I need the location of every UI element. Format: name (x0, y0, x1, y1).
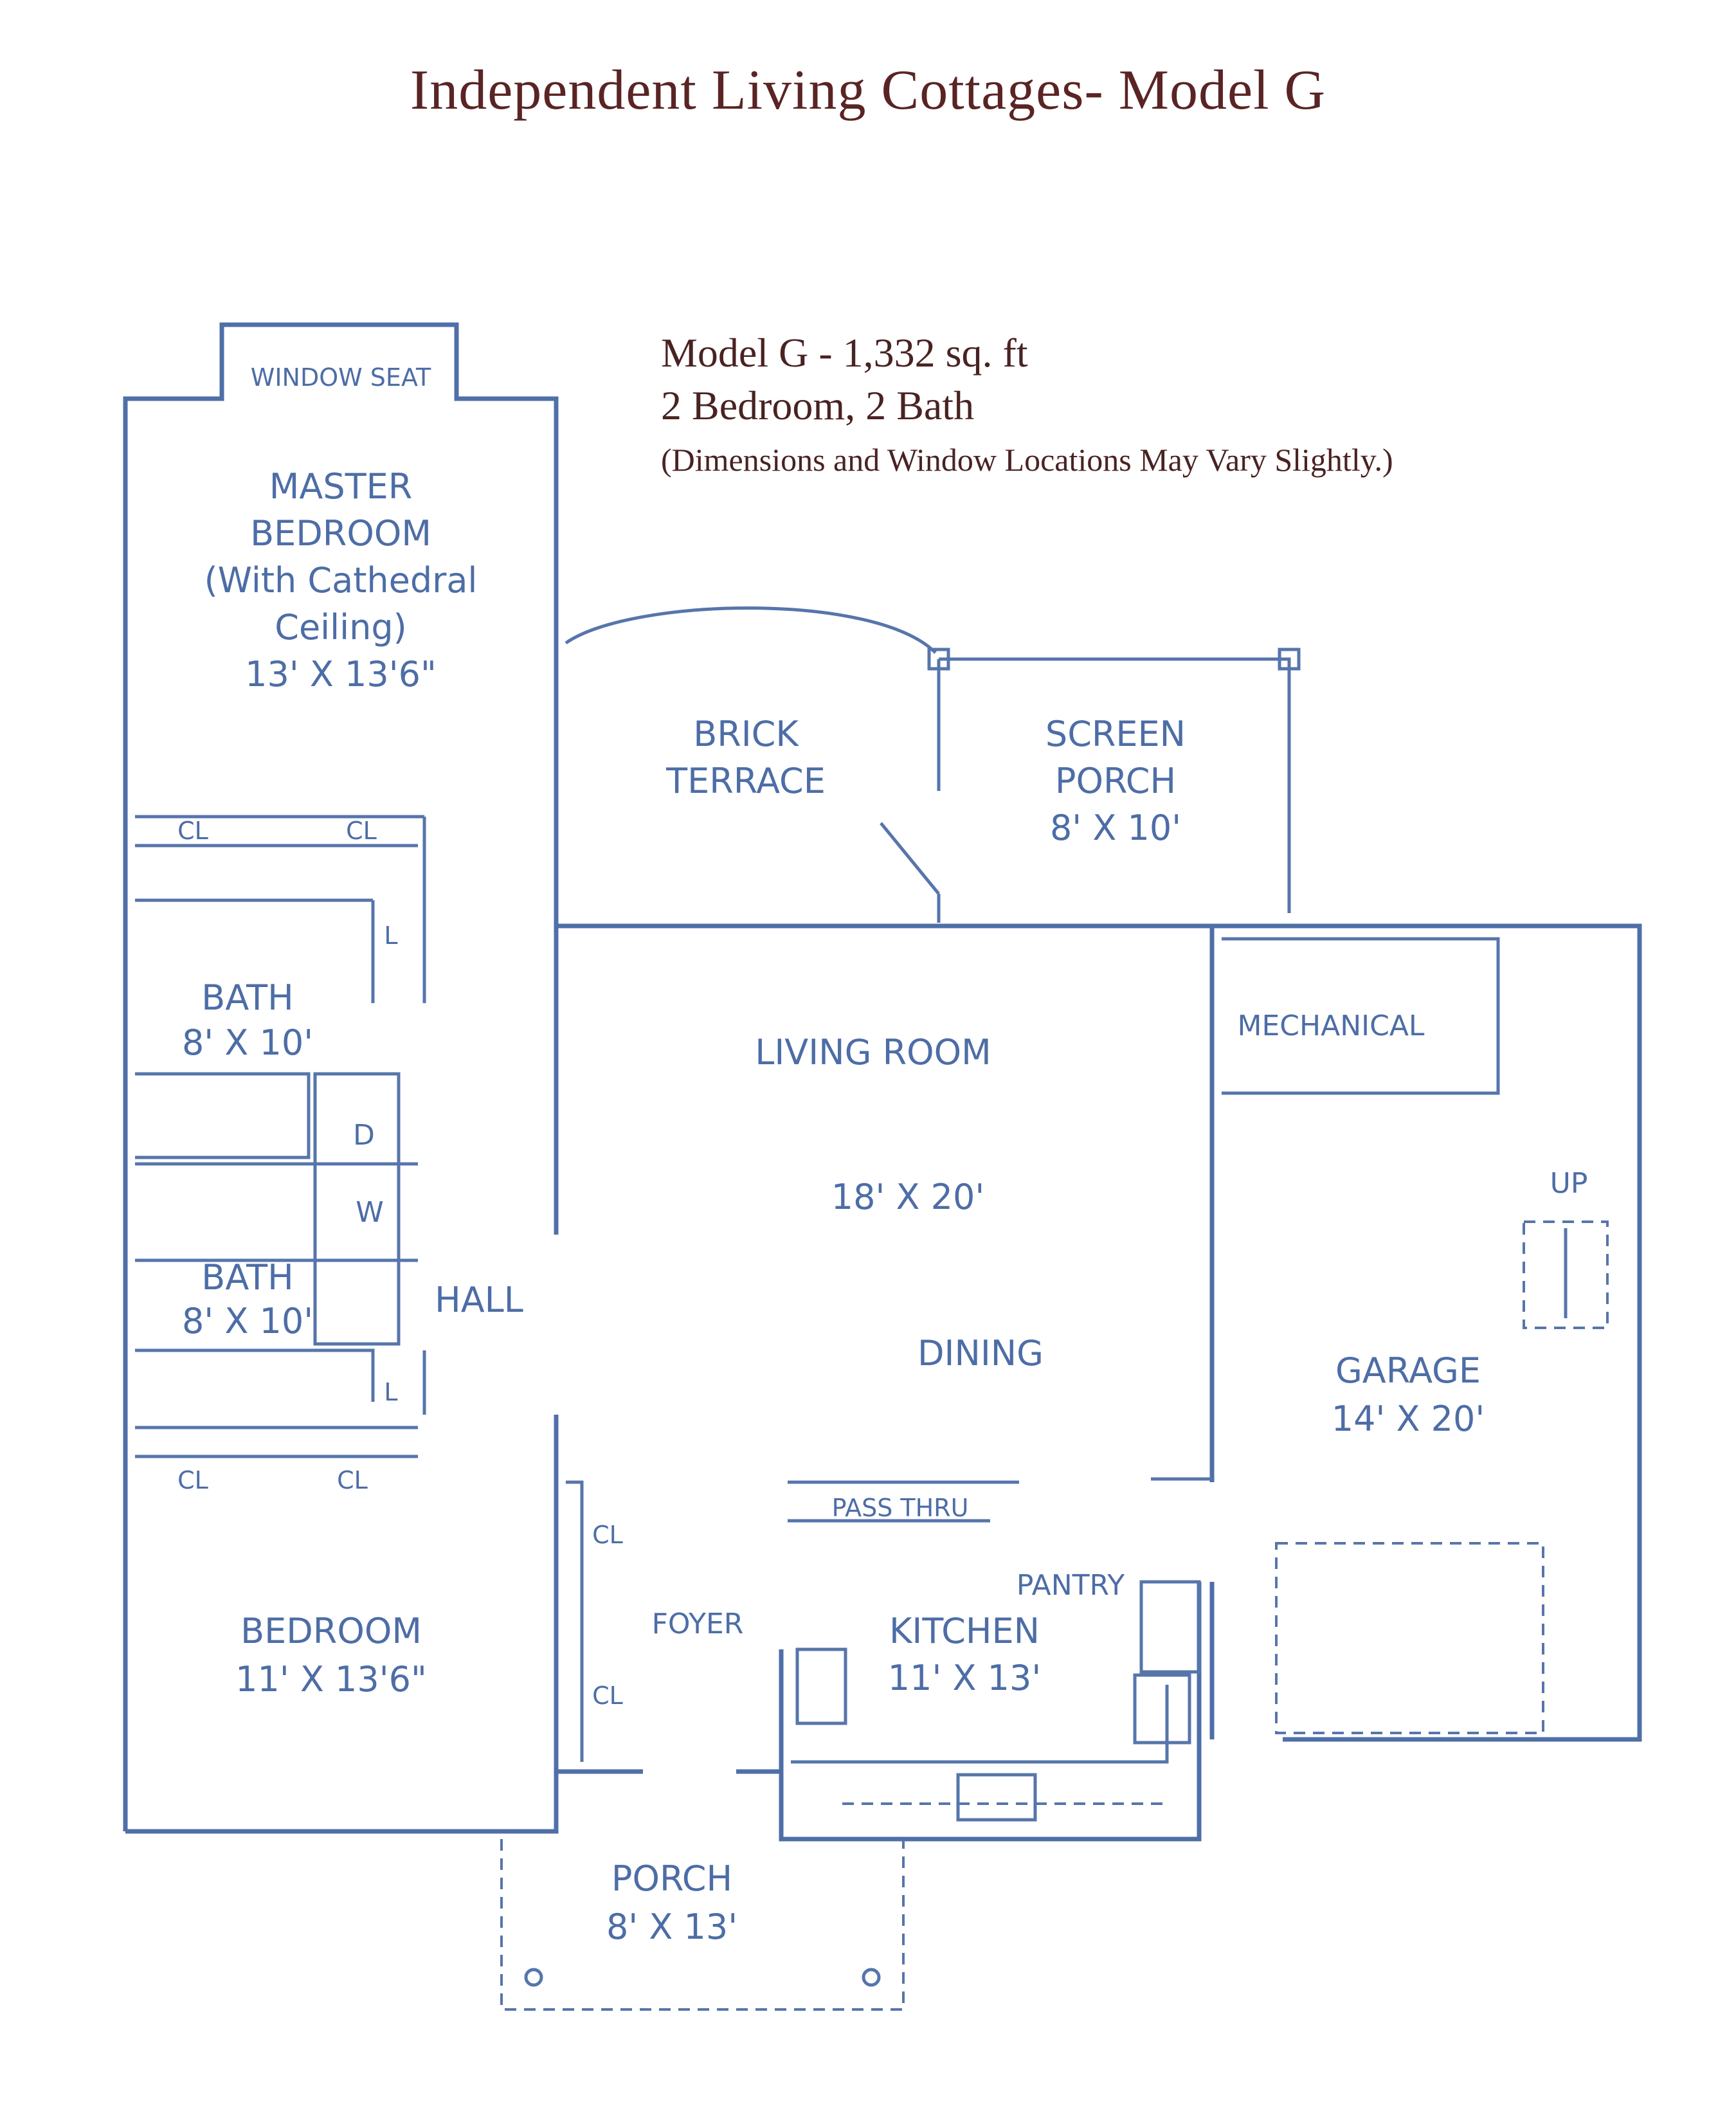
closet-label: CL (592, 1682, 623, 1710)
screen-porch-dimensions: 8' X 10' (1050, 808, 1181, 848)
bath-2-label: BATH (201, 1257, 293, 1298)
master-bedroom-line1: MASTER (269, 466, 412, 507)
bath-1-label: BATH (201, 977, 293, 1018)
interior-walls (135, 815, 1500, 1762)
screen-porch-line1: SCREEN (1045, 714, 1186, 754)
stairs-up-label: UP (1550, 1167, 1588, 1200)
foyer-label: FOYER (652, 1608, 744, 1640)
garage-fixtures (1275, 1220, 1609, 1734)
exterior-walls (123, 322, 1642, 1842)
master-bedroom-line3: (With Cathedral (204, 560, 478, 601)
closet-label: CL (592, 1521, 623, 1549)
screen-porch-line2: PORCH (1055, 761, 1176, 801)
kitchen-dimensions: 11' X 13' (888, 1658, 1041, 1698)
garage-label: GARAGE (1335, 1350, 1481, 1391)
kitchen-counters (788, 1480, 1191, 1822)
hall-label: HALL (435, 1280, 523, 1320)
dryer-label: D (353, 1119, 375, 1152)
closet-label: CL (177, 817, 208, 845)
model-area: Model G - 1,332 sq. ft (661, 330, 1028, 376)
linen-closet-label: L (384, 921, 397, 950)
dining-label: DINING (918, 1333, 1044, 1374)
closet-label: CL (337, 1466, 368, 1494)
master-bedroom-line2: BEDROOM (250, 513, 431, 554)
brick-terrace-line2: TERRACE (665, 761, 826, 801)
model-rooms: 2 Bedroom, 2 Bath (661, 383, 975, 428)
closet-label: CL (346, 817, 377, 845)
washer-label: W (356, 1196, 384, 1229)
linen-closet-label: L (384, 1378, 397, 1406)
page-title: Independent Living Cottages- Model G (410, 59, 1326, 122)
mechanical-label: MECHANICAL (1238, 1010, 1425, 1042)
living-room-label: LIVING ROOM (755, 1032, 991, 1073)
pass-thru-label: PASS THRU (832, 1494, 969, 1522)
dimension-note: (Dimensions and Window Locations May Var… (661, 442, 1393, 478)
bedroom-label: BEDROOM (240, 1611, 422, 1651)
master-bedroom-line4: Ceiling) (275, 607, 407, 648)
porch-label: PORCH (611, 1858, 732, 1899)
pantry-label: PANTRY (1017, 1569, 1125, 1602)
room-labels: WINDOW SEAT MASTER BEDROOM (With Cathedr… (177, 363, 1587, 1947)
bedroom-dimensions: 11' X 13'6" (235, 1659, 427, 1700)
bath-1-dimensions: 8' X 10' (182, 1022, 313, 1063)
window-seat-label: WINDOW SEAT (251, 363, 431, 392)
living-room-dimensions: 18' X 20' (831, 1177, 984, 1217)
closet-label: CL (177, 1466, 208, 1494)
kitchen-label: KITCHEN (889, 1611, 1040, 1651)
master-bedroom-dimensions: 13' X 13'6" (245, 654, 437, 694)
porch-dimensions: 8' X 13' (606, 1907, 737, 1947)
porch-outline (500, 1839, 905, 2011)
garage-dimensions: 14' X 20' (1332, 1399, 1485, 1439)
brick-terrace-line1: BRICK (693, 714, 799, 754)
bath-2-dimensions: 8' X 10' (182, 1301, 313, 1341)
terrace-and-screen-porch (565, 606, 1301, 923)
